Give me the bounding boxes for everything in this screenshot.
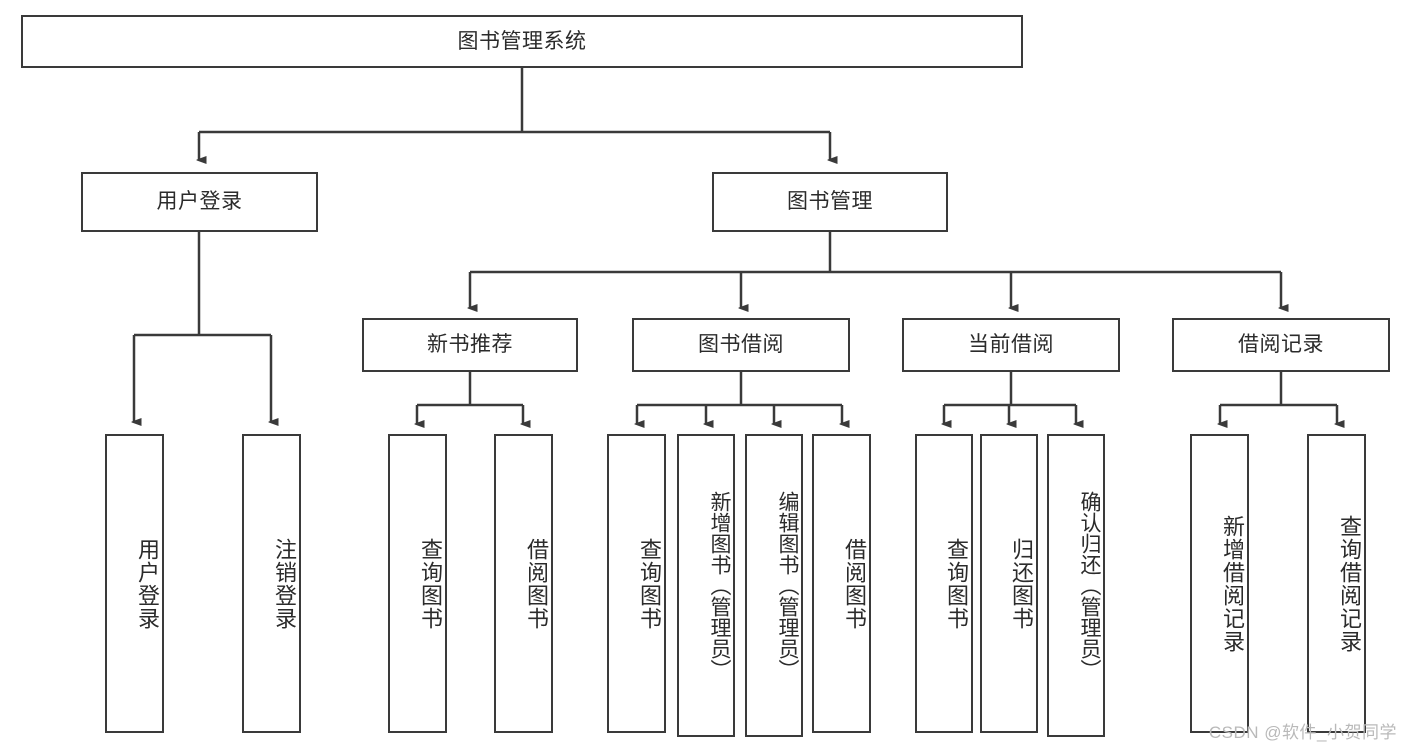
node-label: 新增借阅记录 — [1220, 514, 1245, 653]
node-label: 当前借阅 — [968, 333, 1054, 357]
node-label: 图书管理系统 — [457, 29, 587, 53]
node-borrow-record[interactable]: 借阅记录 — [1172, 318, 1390, 372]
node-label: 用户登录 — [156, 190, 243, 214]
node-user-login[interactable]: 用户登录 — [81, 172, 318, 232]
node-root-book-management-system[interactable]: 图书管理系统 — [21, 15, 1023, 68]
node-new-book-recommend[interactable]: 新书推荐 — [362, 318, 578, 372]
node-label: 新书推荐 — [427, 333, 513, 357]
node-leaf-borrow-book-recommend[interactable]: 借阅图书 — [494, 434, 553, 733]
node-label: 用户登录 — [135, 537, 160, 630]
node-book-borrow[interactable]: 图书借阅 — [632, 318, 850, 372]
node-leaf-borrow-book[interactable]: 借阅图书 — [812, 434, 871, 733]
node-leaf-add-book[interactable]: 新增图书（管理员） — [677, 434, 735, 737]
node-label: 注销登录 — [272, 537, 297, 630]
node-leaf-query-book-current[interactable]: 查询图书 — [915, 434, 973, 733]
node-leaf-user-login[interactable]: 用户登录 — [105, 434, 164, 733]
node-leaf-logout-login[interactable]: 注销登录 — [242, 434, 301, 733]
node-leaf-query-book-recommend[interactable]: 查询图书 — [388, 434, 447, 733]
node-leaf-query-borrow-record[interactable]: 查询借阅记录 — [1307, 434, 1366, 733]
node-leaf-edit-book[interactable]: 编辑图书（管理员） — [745, 434, 803, 737]
node-label: 借阅图书 — [524, 537, 549, 630]
node-label: 归还图书 — [1009, 537, 1034, 630]
node-leaf-add-borrow-record[interactable]: 新增借阅记录 — [1190, 434, 1249, 733]
csdn-watermark: CSDN @软件_小贺同学 — [1208, 723, 1397, 742]
node-label: 查询图书 — [418, 537, 443, 630]
node-label: 确认归还（管理员） — [1078, 491, 1101, 680]
node-current-borrow[interactable]: 当前借阅 — [902, 318, 1120, 372]
node-leaf-query-book-borrow[interactable]: 查询图书 — [607, 434, 666, 733]
node-leaf-return-book[interactable]: 归还图书 — [980, 434, 1038, 733]
node-leaf-confirm-return[interactable]: 确认归还（管理员） — [1047, 434, 1105, 737]
node-book-manage[interactable]: 图书管理 — [712, 172, 948, 232]
node-label: 图书借阅 — [698, 333, 784, 357]
node-label: 图书管理 — [787, 190, 873, 214]
node-label: 查询借阅记录 — [1337, 514, 1362, 653]
node-label: 查询图书 — [637, 537, 662, 630]
node-label: 借阅图书 — [842, 537, 867, 630]
node-label: 借阅记录 — [1238, 333, 1324, 357]
node-label: 编辑图书（管理员） — [776, 491, 799, 680]
node-label: 新增图书（管理员） — [708, 491, 731, 680]
node-label: 查询图书 — [944, 537, 969, 630]
